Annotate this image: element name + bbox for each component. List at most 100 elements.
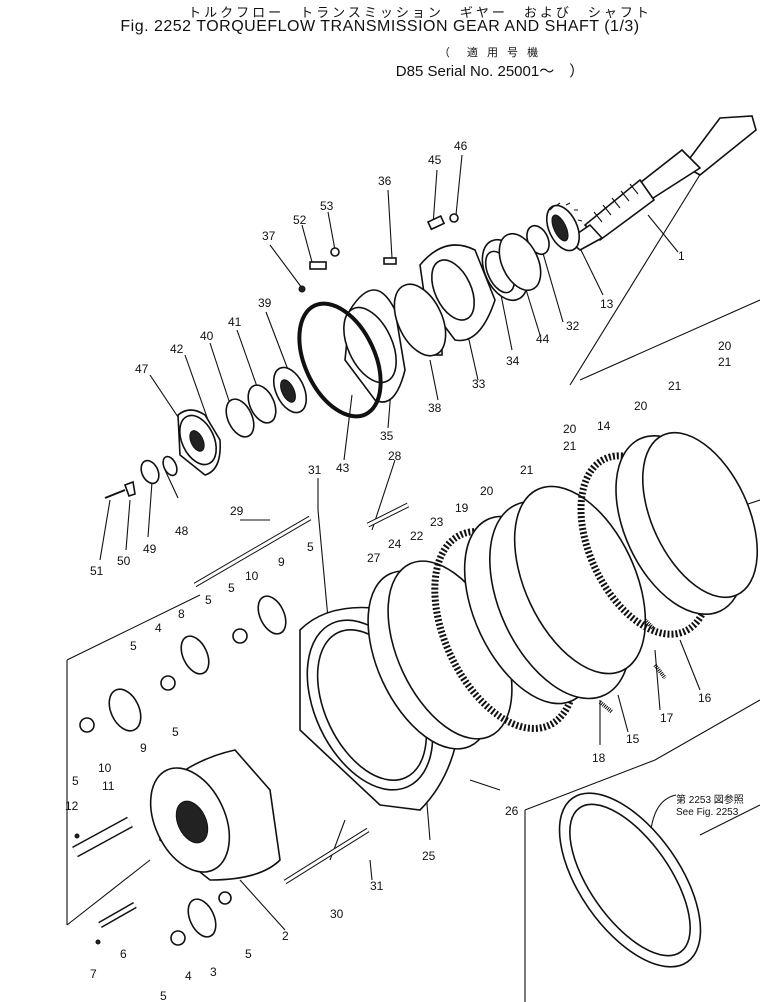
- callout-11: 11: [102, 779, 115, 793]
- callout-25: 25: [422, 849, 436, 863]
- callout-4: 4: [155, 621, 162, 635]
- callout-51: 51: [90, 564, 104, 578]
- output-shaft: [566, 115, 757, 251]
- callout-31b: 31: [370, 879, 384, 893]
- callout-35: 35: [380, 429, 394, 443]
- callout-labels: 1 2 3 4 4 5 5 5 5 5 5 5 5 6 7 8 9 9 10 1…: [65, 139, 732, 1002]
- callout-18: 18: [592, 751, 606, 765]
- callout-19: 19: [455, 501, 469, 515]
- callout-22: 22: [410, 529, 424, 543]
- reference-disc: [558, 792, 702, 968]
- callout-37: 37: [262, 229, 276, 243]
- callout-5g: 5: [72, 774, 79, 788]
- callout-9b: 9: [278, 555, 285, 569]
- callout-21d: 21: [718, 355, 732, 369]
- callout-20d: 20: [718, 339, 732, 353]
- callout-5: 5: [130, 639, 137, 653]
- o-ring-43: [297, 301, 383, 419]
- callout-33: 33: [472, 377, 486, 391]
- cover-47: [177, 409, 222, 476]
- callout-5c: 5: [245, 947, 252, 961]
- title-japanese: トルクフロー トランスミッション ギヤー および シャフト: [188, 5, 652, 20]
- ball-37: [298, 285, 306, 293]
- callout-26: 26: [505, 804, 519, 818]
- callout-45: 45: [428, 153, 442, 167]
- spring-17: [653, 663, 667, 680]
- callout-29: 29: [230, 504, 244, 518]
- callout-21b: 21: [563, 439, 577, 453]
- callout-44: 44: [536, 332, 550, 346]
- ring-41: [247, 384, 277, 424]
- callout-53: 53: [320, 199, 334, 213]
- serial-range: D85 Serial No. 25001～ ）: [395, 63, 585, 80]
- washer-49: [140, 459, 160, 485]
- callout-30: 30: [330, 907, 344, 921]
- pin-36: [383, 257, 397, 265]
- callout-42: 42: [170, 342, 184, 356]
- clutch-pack: [367, 431, 759, 750]
- callout-1: 1: [678, 249, 685, 263]
- ring-48: [162, 455, 178, 477]
- callout-50: 50: [117, 554, 131, 568]
- callout-46: 46: [454, 139, 468, 153]
- callout-34: 34: [506, 354, 520, 368]
- ring-38: [393, 283, 447, 357]
- callout-20b: 20: [563, 422, 577, 436]
- ball-7: [95, 939, 101, 945]
- callout-40: 40: [200, 329, 214, 343]
- callout-49: 49: [143, 542, 157, 556]
- callout-5h: 5: [172, 725, 179, 739]
- callout-20: 20: [480, 484, 494, 498]
- callout-27: 27: [367, 551, 381, 565]
- bolt-51: [104, 489, 126, 499]
- reference-note-en: See Fig. 2253: [676, 807, 739, 818]
- callout-5b: 5: [160, 989, 167, 1002]
- washer-53: [330, 247, 340, 257]
- callout-21c: 21: [668, 379, 682, 393]
- callout-15: 15: [626, 732, 640, 746]
- callout-36: 36: [378, 174, 392, 188]
- callout-10b: 10: [245, 569, 259, 583]
- washer-46: [449, 213, 459, 223]
- callout-3: 3: [210, 965, 217, 979]
- callout-39: 39: [258, 296, 272, 310]
- callout-20c: 20: [634, 399, 648, 413]
- bolt-52: [309, 261, 327, 270]
- callout-12: 12: [65, 799, 79, 813]
- callout-8: 8: [178, 607, 185, 621]
- callout-32: 32: [566, 319, 580, 333]
- bearing-39: [272, 366, 308, 414]
- applicable-models-label: （ 適 用 号 機: [438, 47, 542, 59]
- gear-13: [545, 202, 583, 252]
- callout-21: 21: [520, 463, 534, 477]
- callout-4b: 4: [185, 969, 192, 983]
- reference-note-jp: 第 2253 図参照: [676, 793, 744, 806]
- lock-50: [123, 480, 136, 498]
- callout-14: 14: [597, 419, 611, 433]
- callout-2: 2: [282, 929, 289, 943]
- callout-41: 41: [228, 315, 242, 329]
- callout-13: 13: [600, 297, 614, 311]
- callout-38: 38: [428, 401, 442, 415]
- callout-43: 43: [336, 461, 350, 475]
- spring-18: [598, 700, 614, 714]
- pin-12: [74, 833, 80, 839]
- callout-52: 52: [293, 213, 307, 227]
- callout-24: 24: [388, 537, 402, 551]
- bolt-45: [426, 215, 446, 231]
- callout-17: 17: [660, 711, 674, 725]
- callout-5e: 5: [228, 581, 235, 595]
- pin-16: [643, 618, 657, 632]
- callout-47: 47: [135, 362, 149, 376]
- callout-9: 9: [140, 741, 147, 755]
- callout-5d: 5: [205, 593, 212, 607]
- figure-title: Fig. 2252 TORQUEFLOW TRANSMISSION GEAR A…: [120, 18, 640, 35]
- callout-31: 31: [308, 463, 322, 477]
- callout-16: 16: [698, 691, 712, 705]
- planet-gears: [79, 595, 287, 946]
- callout-48: 48: [175, 524, 189, 538]
- ring-40: [225, 398, 255, 438]
- callout-23: 23: [430, 515, 444, 529]
- callout-28: 28: [388, 449, 402, 463]
